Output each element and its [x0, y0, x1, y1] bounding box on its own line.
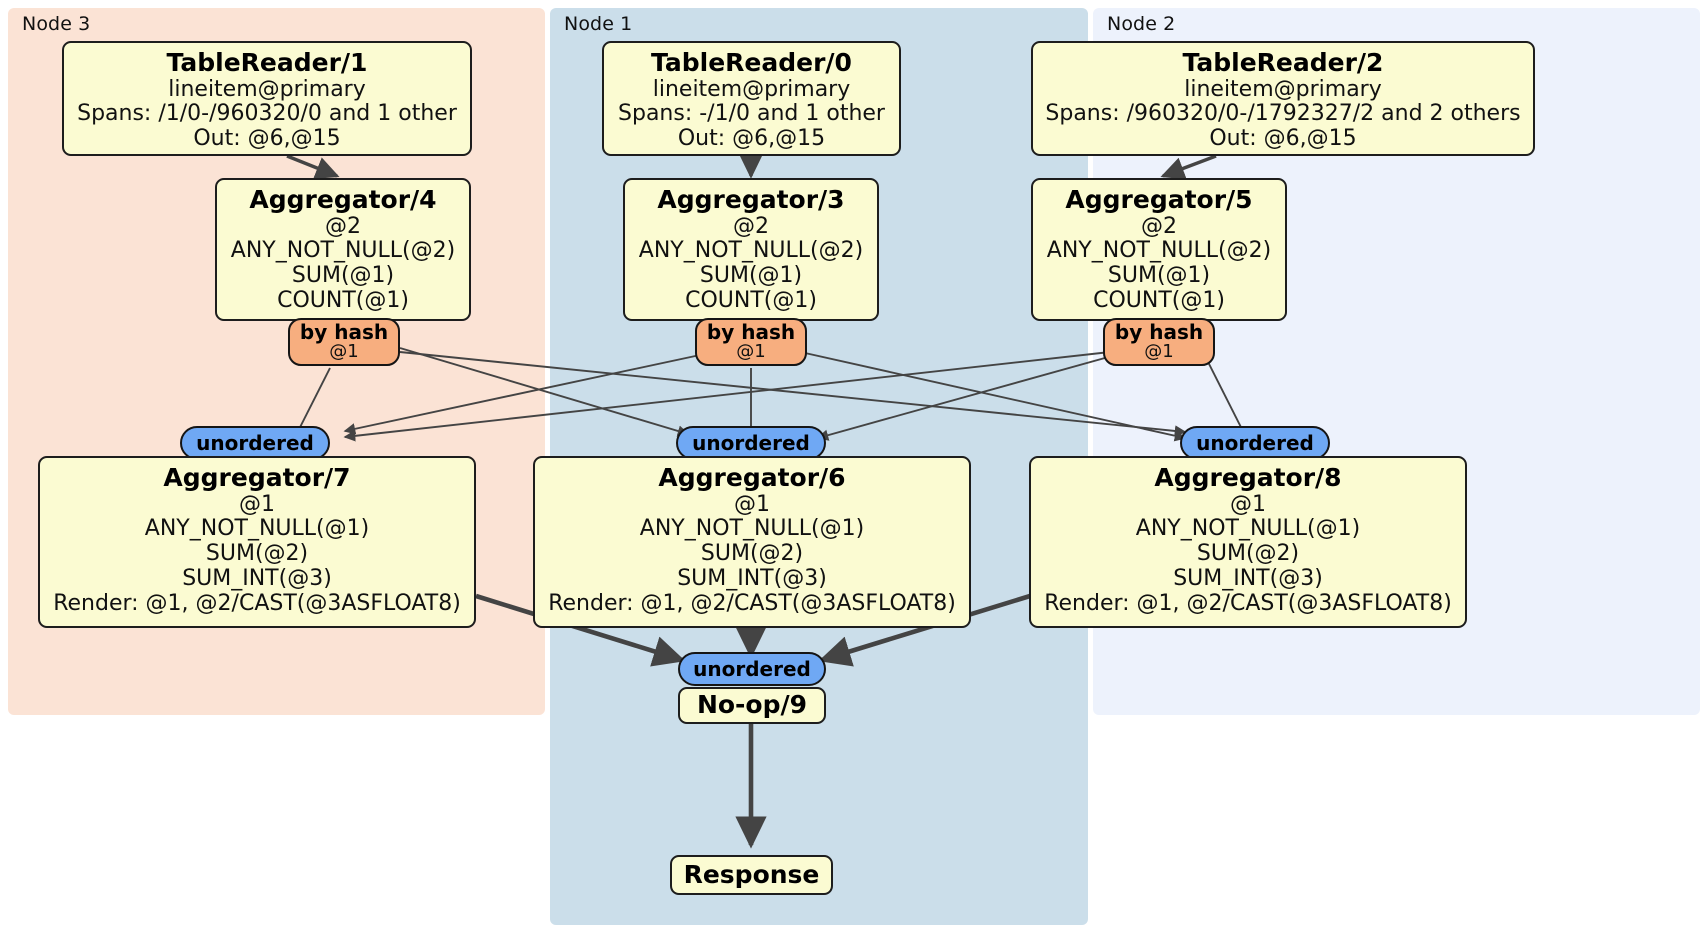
router-label: by hash — [706, 320, 796, 345]
synchronizer-unordered-center[interactable]: unordered — [676, 426, 826, 460]
processor-aggregator-5[interactable]: Aggregator/5 @2 ANY_NOT_NULL(@2) SUM(@1)… — [1031, 178, 1287, 321]
processor-title: TableReader/1 — [166, 48, 368, 77]
processor-title: TableReader/2 — [1182, 48, 1384, 77]
router-label: by hash — [299, 320, 389, 345]
processor-aggregator-7[interactable]: Aggregator/7 @1 ANY_NOT_NULL(@1) SUM(@2)… — [38, 456, 476, 628]
processor-detail: SUM(@2) — [700, 541, 804, 567]
processor-detail: SUM_INT(@3) — [182, 566, 332, 592]
synchronizer-label: unordered — [196, 430, 314, 455]
processor-detail: Spans: /960320/0-/1792327/2 and 2 others — [1045, 101, 1521, 127]
processor-title: Aggregator/7 — [163, 463, 351, 492]
processor-detail: @2 — [325, 213, 361, 239]
processor-aggregator-6[interactable]: Aggregator/6 @1 ANY_NOT_NULL(@1) SUM(@2)… — [533, 456, 971, 628]
processor-detail: @2 — [1141, 213, 1177, 239]
processor-detail: ANY_NOT_NULL(@2) — [638, 238, 864, 264]
processor-detail: COUNT(@1) — [685, 288, 817, 314]
processor-detail: Render: @1, @2/CAST(@3ASFLOAT8) — [53, 590, 461, 616]
synchronizer-unordered-left[interactable]: unordered — [180, 426, 330, 460]
processor-detail: ANY_NOT_NULL(@1) — [639, 516, 865, 542]
synchronizer-label: unordered — [693, 656, 811, 681]
processor-detail: Spans: /1/0-/960320/0 and 1 other — [77, 101, 457, 127]
synchronizer-unordered-right[interactable]: unordered — [1180, 426, 1330, 460]
processor-detail: SUM(@1) — [291, 263, 395, 289]
processor-detail: SUM(@1) — [1107, 263, 1211, 289]
processor-tablereader-0[interactable]: TableReader/0 lineitem@primary Spans: -/… — [602, 41, 901, 156]
processor-detail: @1 — [1230, 491, 1266, 517]
processor-detail: Render: @1, @2/CAST(@3ASFLOAT8) — [548, 590, 956, 616]
processor-detail: ANY_NOT_NULL(@2) — [1046, 238, 1272, 264]
processor-detail: Out: @6,@15 — [677, 126, 826, 152]
processor-detail: Out: @6,@15 — [193, 126, 341, 152]
processor-detail: SUM(@2) — [205, 541, 309, 567]
node-label-node1: Node 1 — [564, 13, 633, 35]
processor-detail: lineitem@primary — [168, 76, 366, 102]
router-by-hash-left[interactable]: by hash @1 — [288, 318, 400, 366]
processor-detail: SUM(@1) — [699, 263, 803, 289]
router-column: @1 — [1144, 341, 1174, 363]
synchronizer-label: unordered — [1196, 430, 1314, 455]
processor-noop-9[interactable]: No-op/9 — [678, 687, 826, 724]
processor-title: Aggregator/3 — [657, 185, 845, 214]
node-label-node3: Node 3 — [22, 13, 91, 35]
processor-detail: Out: @6,@15 — [1209, 126, 1357, 152]
router-label: by hash — [1114, 320, 1204, 345]
processor-detail: Spans: -/1/0 and 1 other — [618, 101, 885, 127]
processor-title: Aggregator/8 — [1154, 463, 1342, 492]
synchronizer-unordered-final[interactable]: unordered — [678, 652, 826, 686]
processor-title: Response — [683, 859, 820, 889]
router-column: @1 — [329, 341, 359, 363]
processor-detail: COUNT(@1) — [277, 288, 409, 314]
processor-title: Aggregator/5 — [1065, 185, 1253, 214]
processor-response[interactable]: Response — [670, 855, 833, 895]
processor-detail: Render: @1, @2/CAST(@3ASFLOAT8) — [1044, 590, 1452, 616]
processor-detail: @1 — [734, 491, 770, 517]
processor-detail: @2 — [733, 213, 769, 239]
processor-detail: COUNT(@1) — [1093, 288, 1225, 314]
processor-tablereader-2[interactable]: TableReader/2 lineitem@primary Spans: /9… — [1031, 41, 1535, 156]
processor-title: No-op/9 — [696, 690, 808, 720]
processor-aggregator-8[interactable]: Aggregator/8 @1 ANY_NOT_NULL(@1) SUM(@2)… — [1029, 456, 1467, 628]
processor-detail: SUM_INT(@3) — [677, 566, 827, 592]
router-column: @1 — [736, 341, 766, 363]
processor-detail: lineitem@primary — [1184, 76, 1382, 102]
processor-detail: SUM(@2) — [1196, 541, 1300, 567]
processor-tablereader-1[interactable]: TableReader/1 lineitem@primary Spans: /1… — [62, 41, 472, 156]
processor-detail: lineitem@primary — [652, 76, 851, 102]
processor-title: Aggregator/4 — [249, 185, 437, 214]
processor-title: Aggregator/6 — [658, 463, 846, 492]
processor-detail: SUM_INT(@3) — [1173, 566, 1323, 592]
processor-detail: ANY_NOT_NULL(@1) — [144, 516, 370, 542]
processor-title: TableReader/0 — [651, 48, 852, 77]
processor-aggregator-4[interactable]: Aggregator/4 @2 ANY_NOT_NULL(@2) SUM(@1)… — [215, 178, 471, 321]
synchronizer-label: unordered — [692, 430, 810, 455]
processor-detail: @1 — [239, 491, 275, 517]
processor-detail: ANY_NOT_NULL(@1) — [1135, 516, 1361, 542]
router-by-hash-right[interactable]: by hash @1 — [1103, 318, 1215, 366]
node-label-node2: Node 2 — [1107, 13, 1176, 35]
router-by-hash-center[interactable]: by hash @1 — [695, 318, 807, 366]
processor-detail: ANY_NOT_NULL(@2) — [230, 238, 456, 264]
processor-aggregator-3[interactable]: Aggregator/3 @2 ANY_NOT_NULL(@2) SUM(@1)… — [623, 178, 879, 321]
